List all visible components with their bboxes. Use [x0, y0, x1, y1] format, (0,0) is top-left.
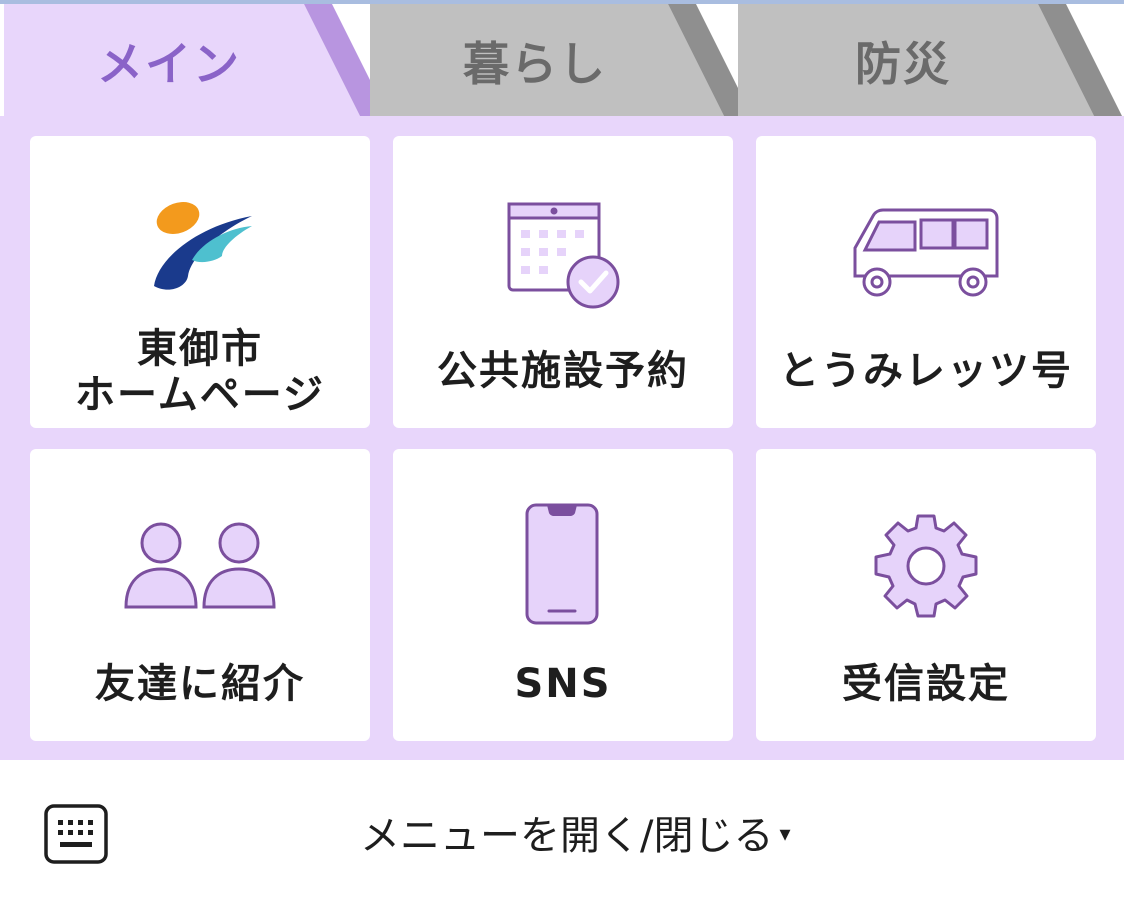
tab-main-shape [4, 4, 386, 116]
menu-item-tomi-lets[interactable]: とうみレッツ号 [756, 136, 1096, 428]
menu-item-facility-reservation[interactable]: 公共施設予約 [393, 136, 733, 428]
tab-disaster[interactable]: 防災 [738, 4, 1124, 116]
people-icon [124, 522, 276, 609]
menu-item-label: 公共施設予約 [437, 348, 689, 394]
menu-toggle-label: メニューを開く/閉じる [360, 813, 774, 859]
tab-disaster-shape [738, 4, 1122, 116]
menu-item-label: SNS [514, 661, 612, 707]
menu-item-label: 東御市 [137, 326, 263, 372]
menu-item-label: 受信設定 [842, 661, 1010, 707]
menu-item-notification-settings[interactable]: 受信設定 [756, 449, 1096, 741]
caret-down-icon: ▾ [779, 822, 791, 847]
gear-icon [874, 514, 978, 618]
menu-item-city-homepage[interactable]: 東御市 ホームページ [30, 136, 370, 428]
keyboard-toggle-button[interactable] [44, 804, 108, 864]
tab-living-shape [370, 4, 752, 116]
tab-main[interactable]: メイン [4, 4, 386, 116]
menu-item-invite-friends[interactable]: 友達に紹介 [30, 449, 370, 741]
rich-menu-panel: 東御市 ホームページ 公共施設予約 [0, 116, 1124, 760]
van-icon [853, 208, 999, 297]
tab-main-label: メイン [97, 37, 241, 91]
tab-bar: メイン 暮らし 防災 [0, 4, 1124, 116]
smartphone-icon [525, 503, 599, 625]
window-top-border [0, 0, 1124, 4]
city-logo-icon [154, 202, 252, 290]
menu-item-sns[interactable]: SNS [393, 449, 733, 741]
tab-living-label: 暮らし [463, 37, 607, 91]
menu-item-label: とうみレッツ号 [779, 348, 1073, 394]
tab-living[interactable]: 暮らし [370, 4, 754, 116]
menu-item-label: ホームページ [75, 372, 325, 418]
menu-open-close-toggle[interactable]: メニューを開く/閉じる▾ [360, 806, 791, 866]
bottom-bar: メニューを開く/閉じる▾ [0, 760, 1124, 898]
menu-item-label: 友達に紹介 [95, 661, 305, 707]
keyboard-icon [44, 804, 108, 864]
calendar-check-icon [507, 202, 620, 309]
tab-disaster-label: 防災 [855, 37, 951, 91]
